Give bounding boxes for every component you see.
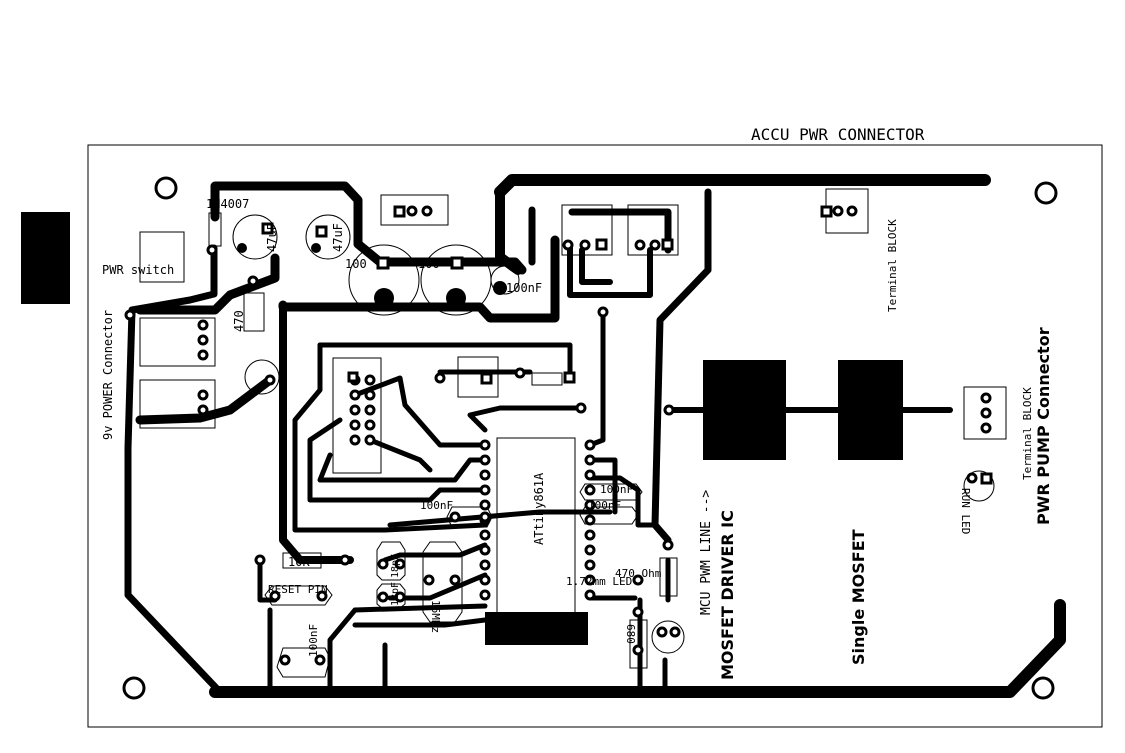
traces bbox=[124, 174, 1066, 698]
cap-100nf-right2-label: 100nF bbox=[588, 499, 621, 512]
mosfet-driver-pad bbox=[703, 360, 786, 460]
led-3mm-label: 1.72mm LED bbox=[566, 575, 632, 588]
cap-100-2-label: 100 bbox=[418, 257, 440, 271]
mcu-outline bbox=[496, 437, 576, 629]
mcu-pwm-line-label: MCU PWM LINE --> bbox=[699, 490, 714, 615]
cap-18pf-2-outline bbox=[376, 583, 406, 609]
pwr-switch-outline bbox=[139, 231, 185, 283]
res-680-label: 680 bbox=[624, 624, 637, 644]
cap-100nf-mid-label: 100nF bbox=[420, 499, 453, 512]
crystal-outline bbox=[422, 541, 463, 623]
crystal-cap-1-label: 18pF bbox=[390, 554, 401, 578]
reset-pin-label: RESET PIN bbox=[268, 583, 328, 596]
cap-100nf-top bbox=[490, 265, 520, 295]
cap-47uf-2 bbox=[305, 214, 351, 260]
cap-100nf-bottom-label: 100nF bbox=[307, 624, 320, 657]
pwr-pump-connector-label: PWR PUMP Connector bbox=[1034, 327, 1053, 525]
cap-pads bbox=[237, 243, 507, 308]
cap-47uf-2-label: 47uF bbox=[331, 223, 345, 252]
crystal-label: 16MHz bbox=[429, 600, 442, 633]
mounting-hole bbox=[1034, 181, 1058, 205]
pwr-switch-label: PWR switch bbox=[102, 263, 174, 277]
board-edge-tab bbox=[21, 212, 70, 304]
res-680 bbox=[629, 619, 648, 669]
crystal-cap-2-label: 18pF bbox=[390, 582, 401, 606]
reset-cap-outline bbox=[264, 585, 333, 606]
component-outlines bbox=[139, 188, 1007, 678]
res-470-left bbox=[243, 292, 265, 332]
power-connector-9v-label: 9v POWER Connector bbox=[101, 310, 115, 440]
power-connector-outline-2 bbox=[139, 379, 216, 429]
cap-47uf-1-label: 47uF bbox=[265, 223, 279, 252]
accu-pwr-connector-label: ACCU PWR CONNECTOR bbox=[751, 125, 925, 144]
mounting-hole bbox=[1031, 676, 1055, 700]
res-470-ohm-label: 470 Ohm bbox=[615, 567, 662, 580]
cap-led-left bbox=[244, 359, 280, 395]
cap-100-1-label: 100 bbox=[345, 257, 367, 271]
mounting-holes bbox=[122, 176, 1058, 700]
connector-top-1 bbox=[561, 204, 613, 256]
res-470-left-label: 470 bbox=[232, 310, 246, 332]
fet-small-outline bbox=[457, 356, 499, 398]
connector-top-2 bbox=[627, 204, 679, 256]
terminal-block-right-label: Terminal BLOCK bbox=[1021, 387, 1034, 480]
terminal-block-top-label: Terminal BLOCK bbox=[886, 219, 899, 312]
cap-100-1 bbox=[348, 244, 420, 316]
mcu-ic-label: ATtiny861A bbox=[532, 472, 546, 545]
mounting-hole bbox=[122, 676, 146, 700]
led-bottom-outline bbox=[651, 620, 685, 654]
single-mosfet-pad bbox=[838, 360, 903, 460]
cap-100nf-right1-outline bbox=[579, 483, 643, 501]
cap-47uf-1 bbox=[232, 214, 278, 260]
cap-100nf-right1-label: 100nF bbox=[600, 483, 633, 496]
diode-small bbox=[531, 372, 563, 386]
board-outline bbox=[87, 144, 1103, 728]
mosfet-driver-ic-label: MOSFET DRIVER IC bbox=[718, 510, 737, 680]
res-470-ohm bbox=[659, 557, 678, 597]
square-pads bbox=[261, 205, 993, 485]
terminal-block-right bbox=[963, 386, 1007, 440]
single-mosfet-label: Single MOSFET bbox=[849, 529, 868, 665]
cap-100nf-right2-outline bbox=[579, 506, 639, 525]
cap-100nf-bottom-outline bbox=[276, 647, 331, 678]
cap-100nf-top-label: 100nF bbox=[506, 281, 542, 295]
diode-label: 1N4007 bbox=[206, 197, 249, 211]
run-led-label: RUN LED bbox=[959, 488, 972, 534]
power-connector-outline-1 bbox=[139, 317, 216, 367]
capacitors bbox=[232, 214, 995, 654]
res-10k bbox=[282, 552, 322, 569]
header-outline bbox=[332, 357, 382, 474]
cap-18pf-1-outline bbox=[376, 541, 406, 581]
run-led-outline bbox=[963, 470, 995, 502]
mounting-hole bbox=[154, 176, 178, 200]
vreg-outline bbox=[380, 194, 449, 226]
res-10k-label: 10K bbox=[288, 555, 310, 569]
